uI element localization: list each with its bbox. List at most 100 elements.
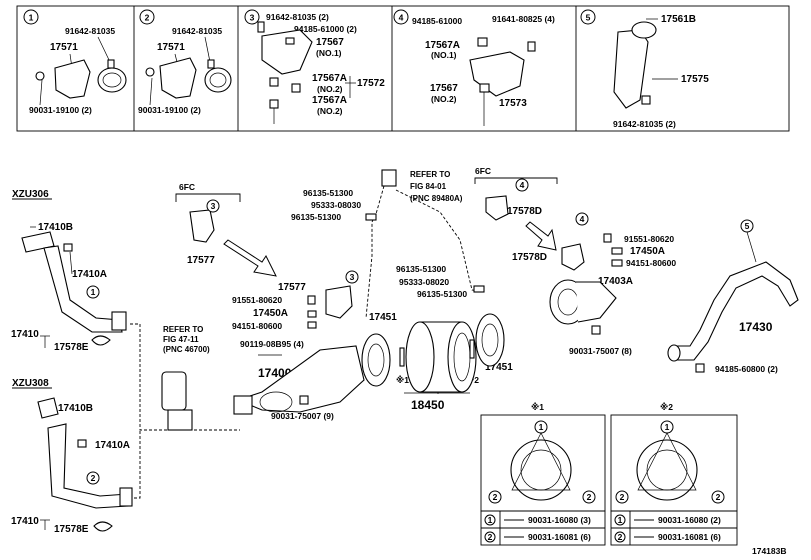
detail-boxes: 1 91642-81035 17571 90031-19100 (2) 2 91…	[16, 5, 790, 132]
nut-icon	[611, 259, 623, 267]
nut-icon	[299, 395, 309, 405]
part-label: 17410	[11, 516, 39, 527]
callout-2: 2	[91, 473, 96, 483]
part-label: 94185-61000	[412, 16, 462, 26]
nut-icon	[695, 363, 705, 373]
gasket-detail-2: ※2 1 2 2 1 2 90031-16080 (2) 90031-16081…	[610, 402, 738, 546]
refer-line: REFER TO	[163, 325, 203, 334]
part-label: 90031-75007 (9)	[271, 411, 334, 421]
nut-icon	[285, 37, 295, 45]
group-label: 6FC	[179, 182, 195, 192]
part-label: 17403A	[598, 276, 633, 287]
bracket-17573	[469, 51, 525, 97]
gasket-17410B	[21, 231, 55, 253]
detail-box-5: 5 17561B 17575 91642-81035 (2)	[580, 9, 709, 129]
bracket-17572	[261, 29, 313, 75]
callout-1: 1	[665, 422, 670, 432]
bolt-icon	[307, 295, 316, 305]
part-label: 17430	[739, 320, 773, 334]
nut-icon	[63, 243, 73, 252]
front-pipe-xzu306: XZU306 17410B 17410A 17410 17578E 1	[11, 189, 127, 353]
pipe-17410	[47, 423, 129, 509]
gasket-17451	[361, 333, 391, 387]
bolt-icon	[399, 347, 405, 367]
part-label: 17577	[278, 282, 306, 293]
group-6fc-left: 6FC 17577 3	[175, 182, 277, 277]
part-label: 17450A	[630, 246, 665, 257]
part-label: 17567A	[312, 95, 347, 106]
rubber-mount-icon	[479, 83, 490, 93]
part-label: 17451	[369, 312, 397, 323]
part-label: 17571	[50, 42, 78, 53]
part-label: 90031-75007 (8)	[569, 346, 632, 356]
part-label: 91642-81035 (2)	[266, 12, 329, 22]
part-label: 17410A	[72, 269, 107, 280]
arrow-icon	[525, 221, 557, 251]
engine-label: XZU306	[12, 189, 49, 200]
part-label: 95333-08030	[311, 200, 361, 210]
clamp-icon	[204, 67, 232, 93]
callout-1: 1	[488, 515, 493, 525]
valve-body-icon	[167, 409, 193, 431]
part-label: 91641-80825 (4)	[492, 14, 555, 24]
part-label: 90031-16081 (6)	[528, 532, 591, 542]
right-parts: 91551-80620 17450A 94151-80600 17403A 90…	[549, 219, 799, 374]
bolt-icon	[469, 339, 475, 359]
part-label: 94185-61000 (2)	[294, 24, 357, 34]
refer-line: REFER TO	[410, 170, 450, 179]
detail-box-2: 2 91642-81035 17571 90031-19100 (2)	[138, 9, 232, 115]
bolt-icon	[207, 59, 215, 69]
bracket-17577	[325, 285, 353, 319]
bracket-17571	[54, 59, 91, 99]
refer-line: (PNC 46700)	[163, 345, 210, 354]
figure-code: 174183B	[752, 546, 787, 556]
gasket-detail-1: ※1 1 2 2 1 2 90031-16080 (3) 90031-16081…	[480, 402, 606, 546]
gasket-ring-icon	[510, 439, 572, 501]
rubber-mount-icon	[291, 83, 301, 93]
rubber-hanger-icon	[631, 21, 657, 39]
part-label: 91551-80620	[232, 295, 282, 305]
callout-1: 1	[618, 515, 623, 525]
part-label: 90031-16080 (3)	[528, 515, 591, 525]
refer-line: (PNC 89480A)	[410, 194, 463, 203]
bolt-icon	[107, 59, 115, 69]
clamp-17578E	[91, 335, 111, 346]
callout-3: 3	[211, 201, 216, 211]
part-label: 17571	[157, 42, 185, 53]
group-6fc-right: 6FC 17578D 4 17578D 4	[474, 166, 589, 271]
hose-clamp-icon	[365, 213, 377, 221]
part-label: 17573	[499, 98, 527, 109]
part-label: 90031-19100 (2)	[29, 105, 92, 115]
detail-frame	[16, 5, 790, 132]
gasket-detail-title: ※1	[531, 402, 544, 412]
part-label: 96135-51300	[291, 212, 341, 222]
bracket-17571	[159, 57, 197, 99]
bracket-17577	[189, 209, 215, 243]
part-label: (NO.2)	[431, 94, 457, 104]
detail-box-3: 3 91642-81035 (2) 94185-61000 (2) 17567 …	[244, 9, 385, 124]
group-label: 6FC	[475, 166, 491, 176]
part-label: 17567	[316, 37, 344, 48]
bolt-icon	[641, 95, 651, 105]
bracket-17578D	[485, 195, 509, 221]
part-label: 17578D	[512, 252, 547, 263]
gasket-ring-icon	[636, 439, 698, 501]
pressure-sensor-icon	[381, 169, 397, 187]
part-label: 95333-08020	[399, 277, 449, 287]
arrow-icon	[223, 239, 277, 277]
flange-icon	[233, 395, 253, 415]
part-label: 17410A	[95, 440, 130, 451]
rubber-mount-icon	[307, 310, 317, 318]
part-label: (NO.2)	[317, 106, 343, 116]
part-label: 90031-19100 (2)	[138, 105, 201, 115]
nut-icon	[307, 321, 317, 329]
callout-5: 5	[745, 221, 750, 231]
part-label: 90031-16080 (2)	[658, 515, 721, 525]
rubber-mount-icon	[477, 37, 488, 47]
callout-2: 2	[488, 532, 493, 542]
part-label: 94151-80600	[626, 258, 676, 268]
part-label: 17561B	[661, 14, 696, 25]
detail-box-number: 3	[250, 13, 255, 23]
gasket-17451	[475, 313, 505, 367]
part-label: 17578E	[54, 524, 89, 535]
